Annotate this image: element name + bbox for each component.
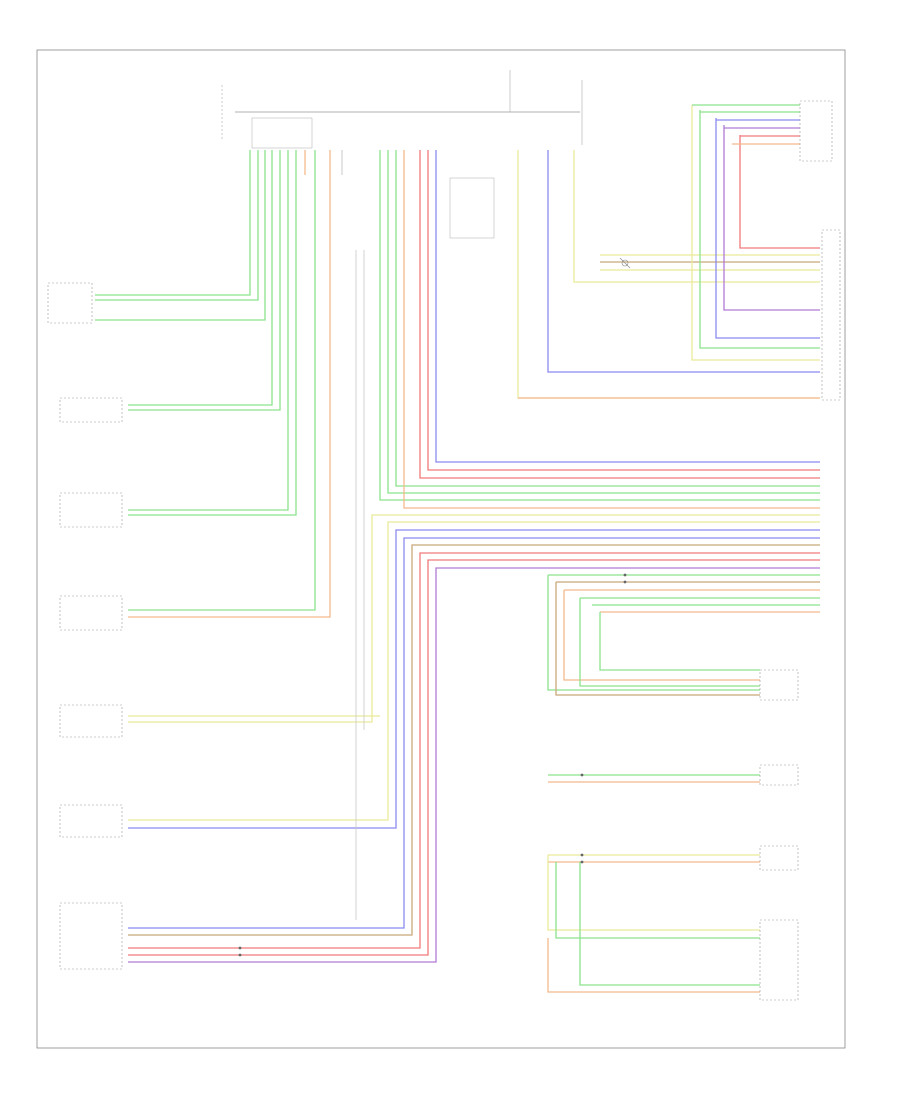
- diagram-frame: [36, 49, 846, 1049]
- wire-62: [555, 862, 760, 939]
- component-left-4: [59, 595, 123, 631]
- splice-point: [623, 573, 627, 577]
- wire-61: [547, 855, 760, 931]
- wire-6: [128, 150, 289, 511]
- wire-16: [427, 150, 820, 471]
- wire-28: [517, 150, 820, 399]
- component-left-7: [59, 902, 123, 970]
- component-left-6: [59, 804, 123, 838]
- wire-51: [563, 590, 760, 681]
- wire-26: [128, 559, 820, 956]
- component-right-4: [759, 764, 799, 786]
- wire-27: [128, 567, 820, 963]
- splice-point: [623, 580, 627, 584]
- wire-56: [599, 612, 760, 671]
- wire-1: [95, 150, 251, 296]
- component-left-1: [47, 282, 93, 324]
- wire-39: [739, 135, 820, 249]
- wire-37: [715, 118, 820, 339]
- wire-2: [95, 150, 259, 301]
- wire-7: [128, 150, 297, 516]
- wire-22: [128, 529, 820, 829]
- wire-3: [95, 150, 266, 321]
- wire-14: [395, 150, 820, 487]
- splice-point: [238, 953, 242, 957]
- wire-17: [435, 150, 820, 463]
- component-right-6: [759, 919, 799, 1001]
- splice-point: [238, 946, 242, 950]
- wire-layer: [95, 104, 820, 993]
- component-left-5: [59, 704, 123, 738]
- wire-13: [387, 150, 820, 494]
- component-right-5: [759, 845, 799, 871]
- splice-point: [580, 773, 584, 777]
- component-right-1: [799, 100, 833, 162]
- wire-4: [128, 150, 273, 406]
- wire-5: [128, 150, 281, 411]
- wire-35: [691, 105, 820, 361]
- splice-point: [580, 860, 584, 864]
- component-right-3: [759, 669, 799, 701]
- wire-9: [128, 150, 331, 618]
- top-connector-block: [221, 70, 583, 239]
- wire-53: [579, 598, 760, 687]
- component-left-2: [59, 397, 123, 423]
- wire-21: [128, 521, 820, 821]
- relay-symbol: [619, 257, 631, 269]
- wire-15: [419, 150, 820, 479]
- wire-20: [128, 514, 820, 723]
- splice-point: [580, 853, 584, 857]
- wire-24: [128, 544, 820, 936]
- wire-30: [547, 150, 820, 373]
- wire-47: [547, 575, 760, 691]
- component-left-3: [59, 492, 123, 528]
- wire-12: [379, 150, 820, 501]
- wire-18: [403, 150, 820, 509]
- wire-63: [579, 862, 760, 986]
- wire-8: [128, 150, 316, 611]
- wire-36: [699, 110, 820, 349]
- wire-38: [723, 125, 820, 311]
- wire-49: [555, 582, 760, 696]
- wire-25: [128, 552, 820, 949]
- component-right-2: [821, 229, 841, 401]
- wire-31: [573, 150, 820, 283]
- wire-64: [547, 938, 760, 993]
- wire-23: [128, 537, 820, 929]
